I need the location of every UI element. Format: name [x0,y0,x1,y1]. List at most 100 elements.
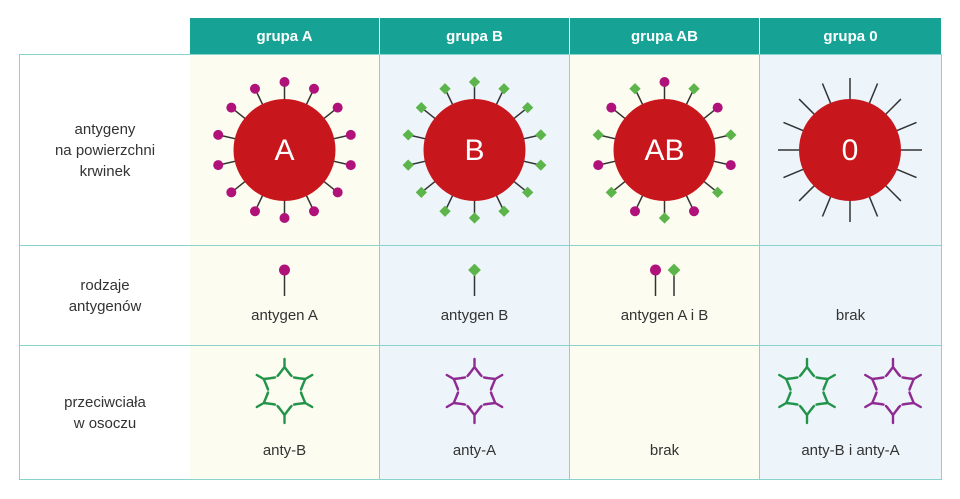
cell-b-antigen-types: antygen B [380,246,569,345]
blood-cell-b-label: B [464,134,484,167]
row-label-surface-line-2: na powierzchni [54,141,156,159]
row-label-antigen-types: rodzaje antygenów [20,246,190,345]
antigen-a-marker [689,206,700,217]
antibody-y [445,391,467,409]
antigen-a-marker [712,102,723,113]
antibody-y [901,373,922,391]
blood-cell-b-body [423,99,526,201]
antigen-b-caption: antygen B [440,307,509,324]
row-label-antibodies-line-2: w osoczu [73,414,137,432]
anti-b-caption: anty-B [262,442,307,459]
blood-cell-b: B [402,76,547,224]
blood-cell-ab: AB [592,77,737,224]
row-divider-1 [190,245,942,246]
antigen-a-icon [279,264,290,296]
blood-cell-ab-label: AB [644,134,684,167]
antigen-a-marker [332,102,343,113]
row-label-surface-line-3: krwinek [79,162,131,180]
antigen-stalk [883,98,902,117]
antibody-y [884,404,902,425]
antibody-y [276,357,293,378]
antigen-stalk [783,167,806,179]
row-label-antibodies-line-1: przeciwciała [64,393,146,411]
antibody-y [255,373,277,391]
header-grupa-b: grupa B [380,18,569,54]
antigen-b-icon [468,263,481,296]
anti-b-and-anti-a-antibodies-icon [778,357,922,425]
antibody-y [445,373,467,391]
antigen-stalk [783,121,806,133]
antigen-a-marker [309,83,320,94]
cell-0-antibodies: anty-B i anty-A [760,346,941,479]
antigen-a-marker [213,129,224,140]
antigen-b-marker [688,83,700,95]
antigen-stalk [821,83,833,106]
antigen-stalk [894,121,917,133]
antigen-b-marker [629,83,641,95]
blood-cell-a-label: A [274,134,294,167]
antibody-y [292,391,314,409]
antigen-a-marker [345,129,356,140]
row-label-surface-antigens: antygeny na powierzchni krwinek [20,55,190,245]
blood-cell-a: A [213,77,356,223]
antigen-a-caption: antygen A [251,307,318,324]
cell-ab-antibodies: brak [570,346,759,479]
cell-0-surface: 0 [760,55,941,245]
antigen-b-marker [439,205,451,217]
antibody-y [815,373,836,391]
cell-ab-antigen-types: antygen A i B [570,246,759,345]
cell-b-surface: B [380,55,569,245]
header-grupa-ab: grupa AB [570,18,759,54]
no-antigen-caption: brak [835,307,866,324]
antibody-y [255,391,277,409]
antigen-b-marker [468,212,481,224]
antigen-b-marker [498,205,510,217]
antigen-stalk [821,194,833,217]
antibody-y [798,404,816,425]
cell-b-antibodies: anty-A [380,346,569,479]
antigen-stalk [798,98,817,117]
antigen-a-marker [309,206,320,217]
antigen-a-marker [606,102,617,113]
row-label-plasma-antibodies: przeciwciała w osoczu [20,346,190,479]
antigen-a-marker [226,102,237,113]
antigen-stalk [883,183,902,202]
antigen-a-marker [345,160,356,171]
label-column [19,54,191,480]
antigen-b-marker [498,83,510,95]
antigen-stalk [867,83,879,106]
antigen-a-marker [593,160,604,171]
antibody-y [482,391,504,409]
cell-0-antigen-types: brak [760,246,941,345]
blood-cell-ab-body [613,99,716,201]
no-antibodies-caption: brak [649,442,680,459]
antigen-stalk [798,183,817,202]
antigen-stalk [894,167,917,179]
blood-cell-0-label: 0 [842,134,859,167]
antigen-a-marker [226,187,237,198]
antigen-a-marker [629,206,640,217]
cell-ab-surface: AB [570,55,759,245]
cell-a-antigen-types: antygen A [190,246,379,345]
antibody-y [466,357,483,378]
antibody-y [864,391,885,409]
antigen-b-marker [468,76,481,88]
antigen-b-marker [439,83,451,95]
antigen-b-marker [535,129,547,141]
antibody-y [276,404,293,425]
row-divider-2 [190,345,942,346]
antigen-b-marker [535,159,547,171]
antibody-y [292,373,314,391]
anti-a-caption: anty-A [452,442,497,459]
row-label-surface-line-1: antygeny [74,120,136,138]
antigen-b-marker [725,129,737,141]
cell-a-surface: A [190,55,379,245]
header-grupa-a: grupa A [190,18,379,54]
anti-b-antibodies-icon [255,357,314,425]
antigen-a-marker [332,187,343,198]
antigen-b-marker [402,129,414,141]
header-grupa-0: grupa 0 [760,18,941,54]
row-label-types-line-1: rodzaje [80,276,130,294]
antigen-b-marker [402,159,414,171]
antigen-a-marker [249,83,260,94]
